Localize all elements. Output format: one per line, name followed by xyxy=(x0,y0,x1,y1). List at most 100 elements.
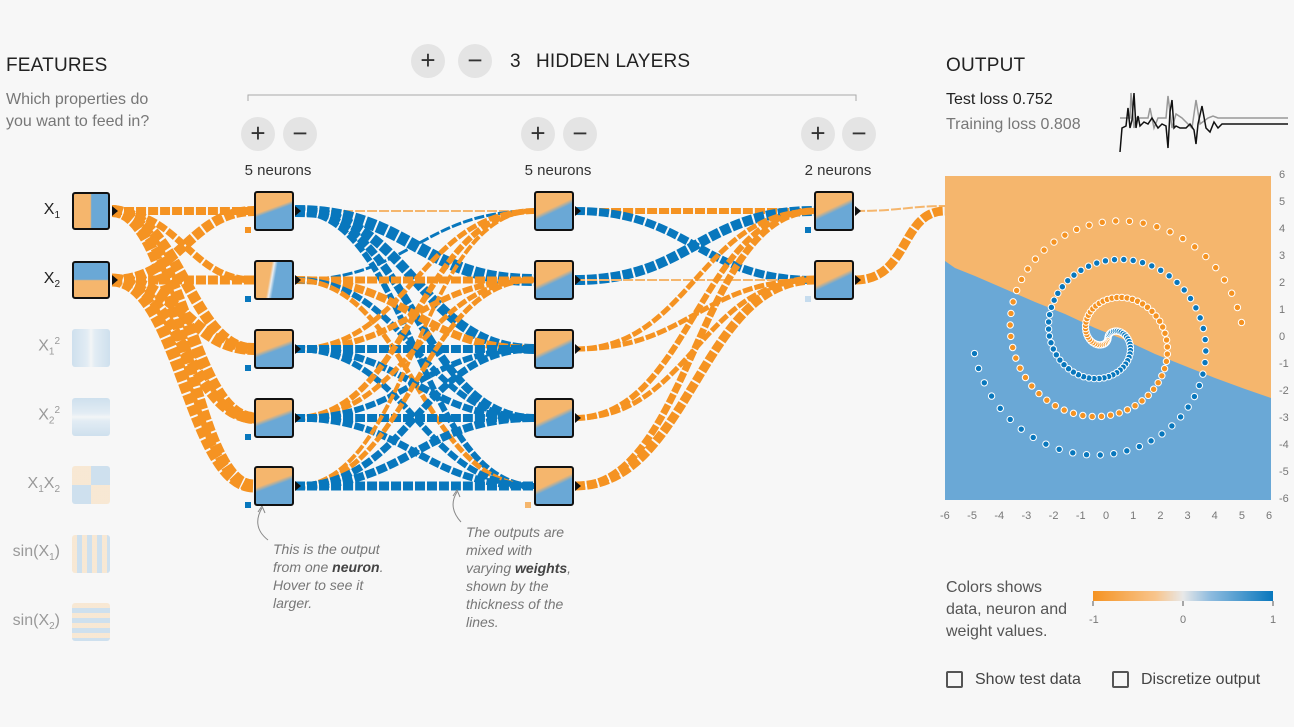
remove-neuron-button-layer2[interactable]: − xyxy=(563,117,597,151)
color-scale-tick-max: 1 xyxy=(1270,614,1277,626)
data-point xyxy=(1148,307,1156,315)
data-point xyxy=(1047,303,1056,312)
weights-note-arrow xyxy=(452,491,462,523)
neuron-l2-n4[interactable] xyxy=(534,398,574,438)
bias-l1-n5[interactable] xyxy=(245,502,251,508)
neuron-l2-n1[interactable] xyxy=(534,191,574,231)
data-point xyxy=(1201,335,1209,344)
neuron-l1-n1[interactable] xyxy=(254,191,294,231)
neuron-l2-n5[interactable] xyxy=(534,466,574,506)
bias-l3-n2[interactable] xyxy=(805,296,811,302)
feature-x1x2[interactable] xyxy=(72,466,110,504)
neuron-count-layer1: 5 neurons xyxy=(244,162,312,179)
data-point xyxy=(1237,318,1246,327)
remove-layer-button[interactable]: − xyxy=(458,44,492,78)
output-plot[interactable] xyxy=(945,176,1271,500)
feature-x1-squared[interactable] xyxy=(72,329,110,367)
link xyxy=(294,208,535,421)
data-point xyxy=(1058,283,1067,291)
x-tick: 0 xyxy=(1103,510,1110,522)
data-point xyxy=(1199,324,1208,333)
data-point xyxy=(1138,258,1147,267)
data-point xyxy=(974,364,983,373)
data-point xyxy=(1021,373,1030,382)
y-tick: 5 xyxy=(1279,196,1286,208)
link xyxy=(294,208,535,352)
bias-l2-n5[interactable] xyxy=(525,502,531,508)
data-point xyxy=(1180,286,1188,294)
data-point xyxy=(1017,275,1026,284)
features-subtitle-line2: you want to feed in? xyxy=(6,113,150,130)
discretize-output-label[interactable]: Discretize output xyxy=(1141,671,1261,688)
weights-note: The outputs are mixed with varying weigh… xyxy=(466,524,572,630)
feature-x2[interactable] xyxy=(72,261,110,299)
neuron-l1-n2[interactable] xyxy=(254,260,294,300)
x-tick: -2 xyxy=(1048,510,1059,522)
feature-x1[interactable] xyxy=(72,192,110,230)
bias-l1-n1[interactable] xyxy=(245,227,251,233)
bias-l1-n4[interactable] xyxy=(245,434,251,440)
link xyxy=(111,205,255,355)
data-point xyxy=(1110,255,1119,264)
neuron-l3-n2[interactable] xyxy=(814,260,854,300)
data-point xyxy=(1115,409,1123,417)
add-neuron-button-layer3[interactable]: + xyxy=(801,117,835,151)
neuron-l2-n3[interactable] xyxy=(534,329,574,369)
data-point xyxy=(1060,406,1068,414)
remove-neuron-button-layer1[interactable]: − xyxy=(283,117,317,151)
discretize-output-checkbox[interactable] xyxy=(1112,671,1129,688)
show-test-data-checkbox[interactable] xyxy=(946,671,963,688)
show-test-data-label[interactable]: Show test data xyxy=(975,671,1081,688)
neuron-l1-n5[interactable] xyxy=(254,466,294,506)
data-point xyxy=(1008,343,1017,352)
features-subtitle-line1: Which properties do xyxy=(6,91,149,108)
feature-x2-squared[interactable] xyxy=(72,398,110,436)
link xyxy=(294,209,535,488)
neuron-l1-n4[interactable] xyxy=(254,398,294,438)
add-neuron-button-layer2[interactable]: + xyxy=(521,117,555,151)
y-tick: 0 xyxy=(1279,331,1286,343)
link xyxy=(294,208,535,489)
data-point xyxy=(1163,350,1172,358)
data-point xyxy=(1135,442,1144,451)
data-point xyxy=(996,404,1004,413)
link xyxy=(294,276,535,353)
remove-neuron-button-layer3[interactable]: − xyxy=(842,117,876,151)
data-point xyxy=(1202,252,1210,261)
data-point xyxy=(1158,372,1166,380)
data-point xyxy=(1088,412,1096,421)
add-neuron-button-layer1[interactable]: + xyxy=(241,117,275,151)
features-title: FEATURES xyxy=(6,55,108,76)
feature-label-sin-x2: sin(X2) xyxy=(12,612,60,633)
data-point xyxy=(1162,357,1171,366)
link xyxy=(111,205,255,424)
x-tick: -3 xyxy=(1021,510,1032,522)
neuron-l2-n2[interactable] xyxy=(534,260,574,300)
link xyxy=(294,345,535,490)
link xyxy=(111,207,255,284)
data-point xyxy=(1148,262,1156,270)
data-point xyxy=(1139,219,1147,227)
link xyxy=(574,207,815,284)
link xyxy=(294,277,535,352)
feature-sin-x1[interactable] xyxy=(72,535,110,573)
neuron-l1-n3[interactable] xyxy=(254,329,294,369)
data-point xyxy=(1191,243,1199,251)
data-point xyxy=(1168,422,1176,430)
bias-l1-n2[interactable] xyxy=(245,296,251,302)
link xyxy=(111,206,255,285)
link xyxy=(574,208,815,421)
data-point xyxy=(1192,304,1200,312)
features-subtitle: Which properties do you want to feed in? xyxy=(6,89,149,133)
feature-sin-x2[interactable] xyxy=(72,603,110,641)
data-point xyxy=(1072,225,1081,234)
bias-l1-n3[interactable] xyxy=(245,365,251,371)
bias-l3-n1[interactable] xyxy=(805,227,811,233)
y-tick: 6 xyxy=(1279,169,1286,181)
weights-note-arrowhead xyxy=(452,488,461,498)
add-layer-button[interactable]: + xyxy=(411,44,445,78)
neuron-l3-n1[interactable] xyxy=(814,191,854,231)
data-point xyxy=(1028,382,1036,390)
node-marker xyxy=(295,344,301,354)
data-point xyxy=(1097,412,1106,421)
